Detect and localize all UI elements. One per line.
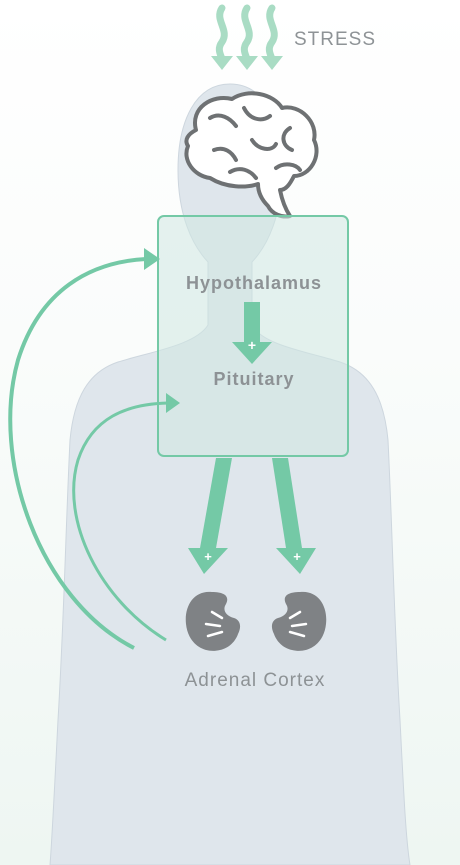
body-silhouette xyxy=(50,84,410,865)
plus-sign-1: + xyxy=(248,337,256,353)
plus-sign-3: + xyxy=(293,549,301,564)
hypothalamus-label: Hypothalamus xyxy=(168,273,340,294)
stress-label: STRESS xyxy=(294,29,376,51)
plus-sign-2: + xyxy=(204,549,212,564)
pituitary-label: Pituitary xyxy=(168,369,340,390)
wavy-stress-arrows-icon xyxy=(219,8,274,60)
adrenal-cortex-label: Adrenal Cortex xyxy=(150,670,360,692)
